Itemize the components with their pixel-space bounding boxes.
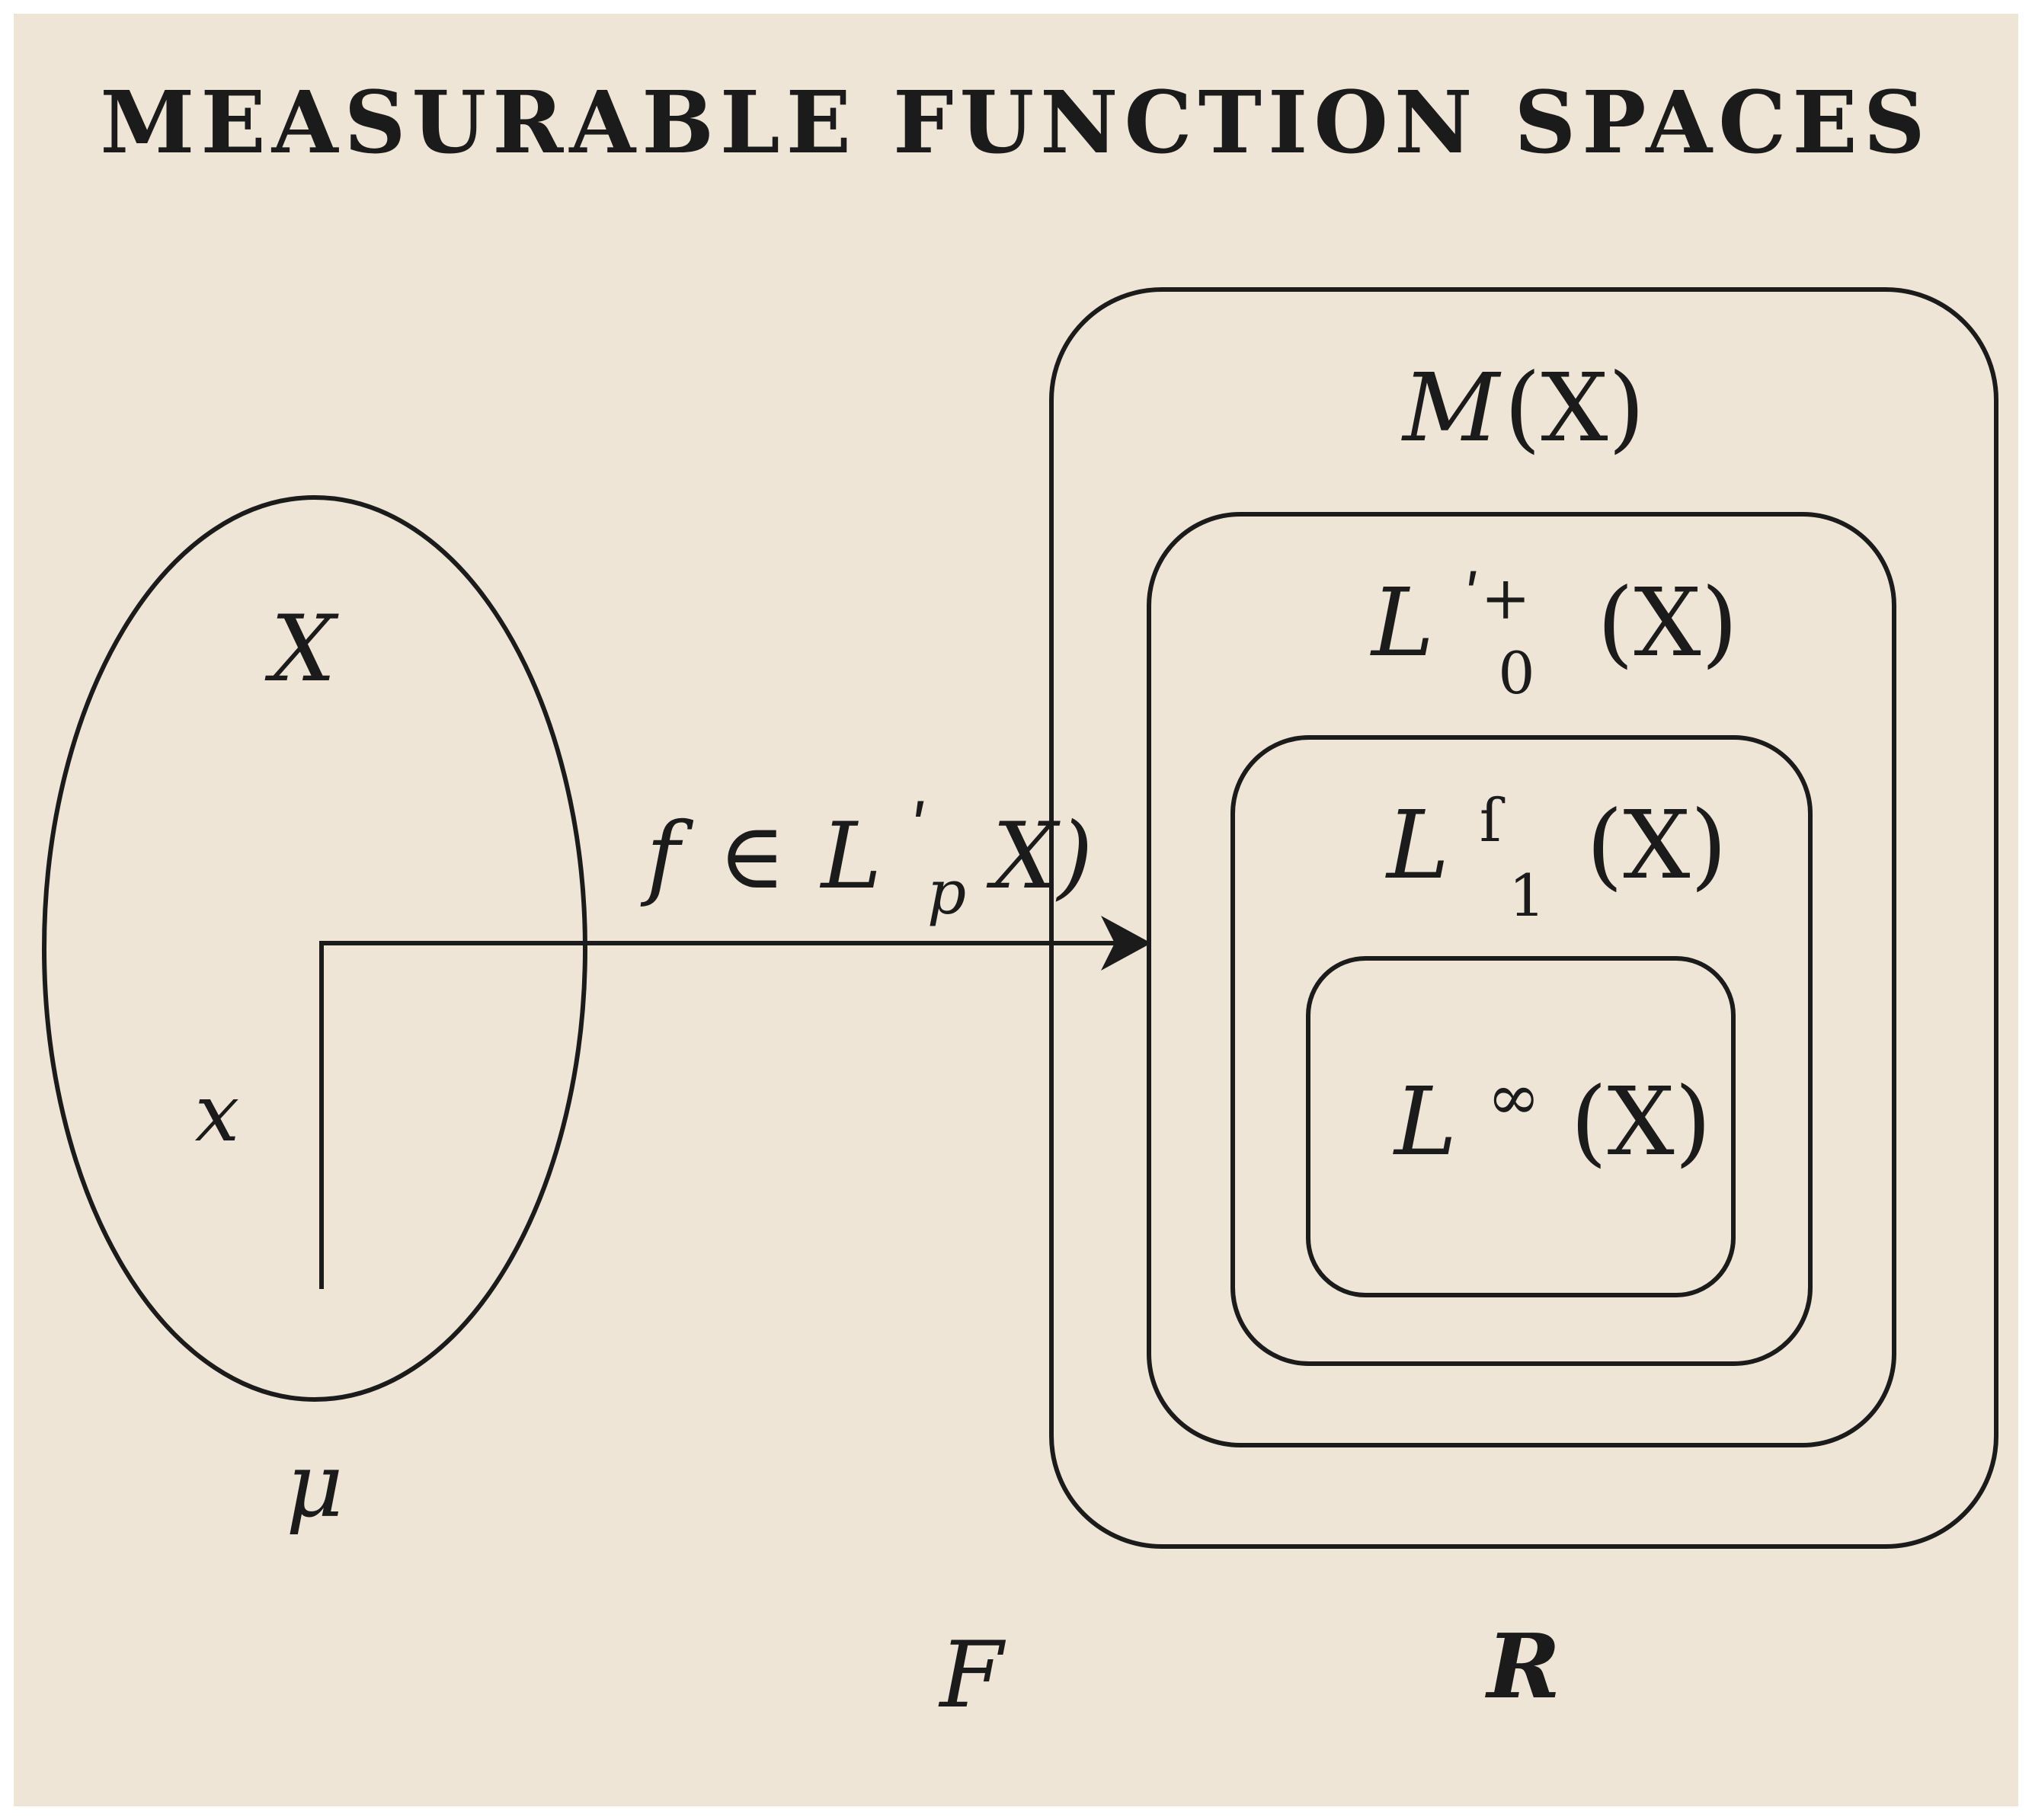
space-box-M — [1049, 287, 1998, 1549]
measure-label-mu: μ — [286, 1435, 343, 1537]
mapping-space-subscript: p — [927, 857, 966, 928]
diagram-title: MEASURABLE FUNCTION SPACES — [100, 73, 1931, 173]
bottom-label-R: R — [1485, 1615, 1560, 1719]
mapping-member-symbol: ∈ — [718, 804, 786, 910]
point-label-x: x — [195, 1067, 240, 1159]
mapping-function: f — [640, 804, 694, 910]
point-stem-line — [319, 916, 1151, 1289]
space-box-L1 — [1230, 735, 1813, 1366]
space-label-X: X — [264, 597, 339, 702]
space-box-L0-plus — [1147, 512, 1896, 1447]
measure-space-ellipse — [42, 495, 587, 1402]
mapping-label: f ∈ L ʹ p X) — [640, 769, 1093, 936]
mapping-space-L: L — [820, 804, 882, 910]
label-Linf-X: L ∞ (X) — [1393, 1032, 1711, 1177]
label-M-X: M(X) — [1401, 353, 1645, 463]
space-box-Linf — [1306, 956, 1736, 1297]
mapping-space-prime: ʹ — [910, 793, 928, 868]
mapping-space-tail: X) — [986, 804, 1093, 910]
label-L0-plus-X: L ʹ+ 0 (X) — [1370, 532, 1738, 716]
bottom-label-F: F — [938, 1623, 1006, 1729]
paper-background — [14, 14, 2018, 1806]
label-L1-X: L ſ 1 (X) — [1385, 754, 1727, 939]
